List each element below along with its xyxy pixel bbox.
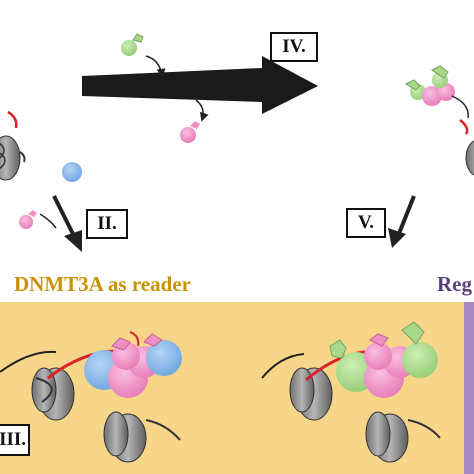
dnmt3a-protein-icon bbox=[180, 121, 200, 143]
arrow-icon bbox=[82, 56, 318, 114]
step-label-iv: IV. bbox=[270, 32, 318, 62]
small-pink-protein bbox=[19, 210, 37, 229]
step-label-v: V. bbox=[346, 208, 386, 238]
step-label-ii: II. bbox=[86, 209, 128, 239]
regulator-panel bbox=[464, 302, 474, 474]
reader-complex-left bbox=[0, 331, 182, 463]
histone-icon bbox=[365, 411, 441, 463]
histone-icon bbox=[31, 367, 75, 421]
step-label-iii: III. bbox=[0, 424, 30, 456]
histone-icon bbox=[0, 135, 21, 181]
histone-icon bbox=[103, 411, 181, 463]
blue-partner-protein bbox=[62, 162, 82, 182]
binding-partner-icon bbox=[121, 33, 144, 56]
section-title-regulator: Reg bbox=[437, 272, 472, 296]
top-left-nucleosome bbox=[0, 110, 26, 181]
section-title-reader: DNMT3A as reader bbox=[14, 272, 191, 296]
reader-complex-right bbox=[261, 321, 441, 463]
top-right-complex bbox=[404, 65, 474, 176]
